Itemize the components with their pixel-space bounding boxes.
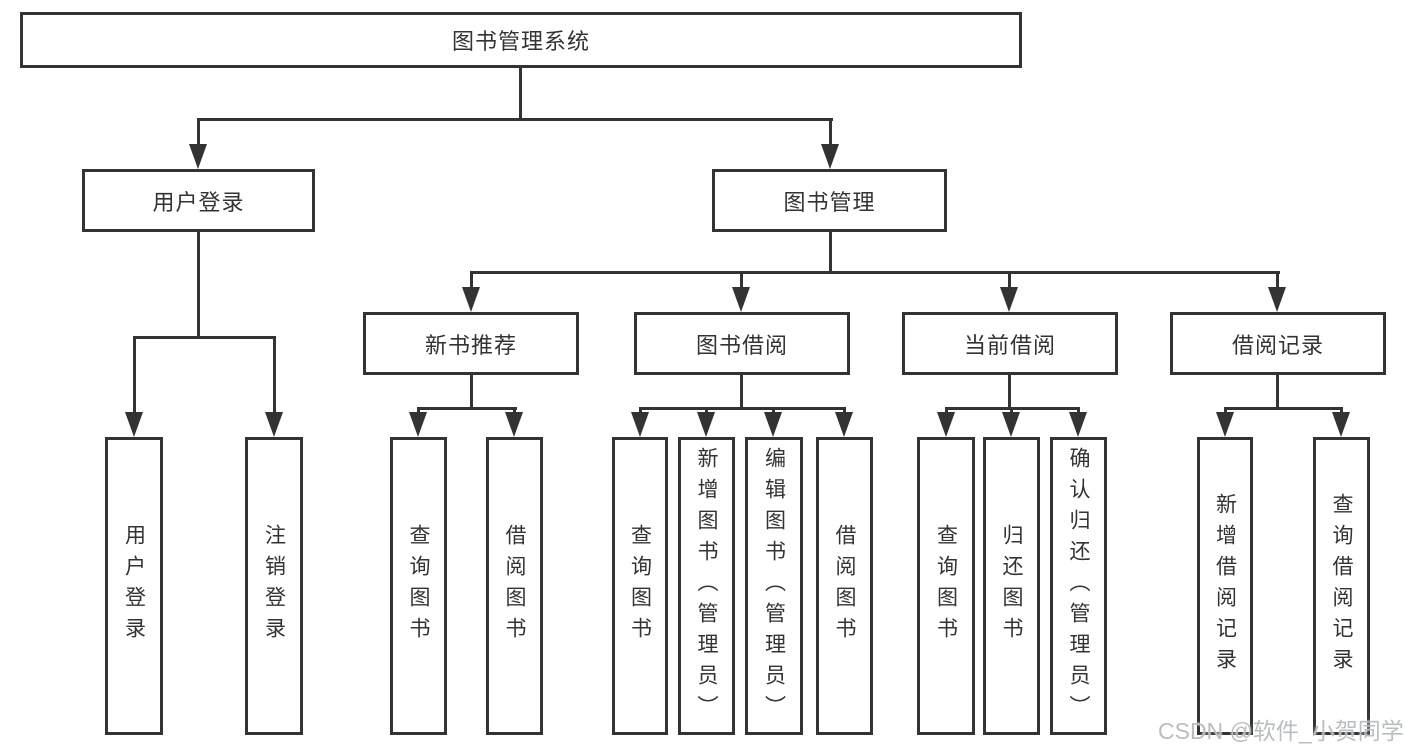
arrowhead-bookborrow-add: [697, 412, 715, 437]
connector-bookborrow-stem: [740, 375, 743, 407]
node-book-management: 图书管理: [712, 169, 947, 232]
node-leaf-borrow-borrow: 借阅图书: [816, 437, 873, 735]
arrowhead-currentborrow-query: [937, 412, 955, 437]
connector-userlogin-stem: [197, 232, 200, 336]
node-leaf-current-query-label: 查询图书: [934, 524, 958, 648]
connector-newbook-bar: [417, 407, 517, 410]
node-leaf-borrow-edit-label: 编辑图书（管理员）: [762, 446, 786, 726]
arrowhead-current-borrow: [1000, 287, 1018, 312]
connector-record-stem: [1276, 375, 1279, 407]
connector-bookmgmt-drop-4: [1276, 271, 1279, 291]
connector-bookmgmt-stem: [829, 232, 832, 271]
node-leaf-borrow-add: 新增图书（管理员）: [678, 437, 735, 735]
arrowhead-bookborrow-edit: [764, 412, 782, 437]
node-root-label: 图书管理系统: [451, 29, 590, 54]
arrowhead-currentborrow-confirm: [1069, 412, 1087, 437]
node-root: 图书管理系统: [20, 12, 1022, 68]
node-leaf-user-login: 用户登录: [105, 437, 163, 735]
arrowhead-book-borrow: [732, 287, 750, 312]
arrowhead-currentborrow-return: [1002, 412, 1020, 437]
node-leaf-borrow-query-label: 查询图书: [628, 524, 652, 648]
arrowhead-newbook-borrow: [505, 412, 523, 437]
node-leaf-current-confirm-label: 确认归还（管理员）: [1067, 446, 1090, 726]
node-leaf-current-query: 查询图书: [917, 437, 975, 735]
arrowhead-leaf-user-login: [125, 412, 143, 437]
node-leaf-current-confirm: 确认归还（管理员）: [1050, 437, 1107, 735]
connector-root-right-drop: [829, 118, 832, 148]
arrowhead-new-book-recommend: [462, 287, 480, 312]
arrowhead-user-login: [189, 144, 207, 169]
connector-currentborrow-stem: [1008, 375, 1011, 407]
node-leaf-borrow-add-label: 新增图书（管理员）: [695, 446, 718, 726]
arrowhead-bookborrow-borrow: [835, 412, 853, 437]
connector-bookmgmt-drop-1: [470, 271, 473, 291]
connector-bookmgmt-bar: [470, 271, 1280, 274]
connector-bookborrow-bar: [639, 407, 846, 410]
node-leaf-newbook-query-label: 查询图书: [407, 524, 430, 648]
node-new-book-recommend-label: 新书推荐: [424, 332, 517, 358]
connector-root-bar: [197, 118, 833, 121]
node-borrow-record: 借阅记录: [1170, 312, 1386, 375]
node-leaf-borrow-edit: 编辑图书（管理员）: [745, 437, 803, 735]
arrowhead-leaf-logout: [265, 412, 283, 437]
connector-bookmgmt-drop-3: [1008, 271, 1011, 291]
node-new-book-recommend: 新书推荐: [363, 312, 579, 375]
connector-record-bar: [1224, 407, 1343, 410]
node-leaf-borrow-borrow-label: 借阅图书: [833, 524, 856, 648]
node-leaf-record-query: 查询借阅记录: [1313, 437, 1370, 735]
arrowhead-newbook-query: [409, 412, 427, 437]
node-leaf-record-add: 新增借阅记录: [1197, 437, 1253, 735]
node-leaf-user-login-label: 用户登录: [122, 524, 146, 648]
arrowhead-record-add: [1216, 412, 1234, 437]
node-leaf-logout-label: 注销登录: [262, 524, 286, 648]
node-book-borrow: 图书借阅: [634, 312, 850, 375]
node-book-borrow-label: 图书借阅: [695, 332, 788, 358]
connector-bookmgmt-drop-2: [740, 271, 743, 291]
node-leaf-current-return: 归还图书: [983, 437, 1040, 735]
arrowhead-book-management: [821, 144, 839, 169]
csdn-watermark: CSDN @软件_小贺同学: [1158, 718, 1404, 744]
node-current-borrow: 当前借阅: [902, 312, 1118, 375]
node-current-borrow-label: 当前借阅: [963, 332, 1056, 358]
arrowhead-record-query: [1332, 412, 1350, 437]
node-leaf-record-query-label: 查询借阅记录: [1330, 493, 1353, 679]
connector-userlogin-drop-1: [133, 336, 136, 414]
connector-userlogin-bar: [133, 336, 276, 339]
node-borrow-record-label: 借阅记录: [1231, 332, 1324, 358]
node-user-login-label: 用户登录: [152, 189, 245, 215]
node-leaf-newbook-borrow-label: 借阅图书: [503, 524, 526, 648]
connector-root-stem: [519, 68, 522, 118]
node-leaf-newbook-query: 查询图书: [390, 437, 447, 735]
arrowhead-bookborrow-query: [631, 412, 649, 437]
arrowhead-borrow-record: [1268, 287, 1286, 312]
node-book-management-label: 图书管理: [783, 189, 876, 215]
node-leaf-record-add-label: 新增借阅记录: [1213, 493, 1237, 679]
node-leaf-newbook-borrow: 借阅图书: [486, 437, 543, 735]
connector-root-left-drop: [197, 118, 200, 148]
node-leaf-current-return-label: 归还图书: [1000, 524, 1023, 648]
node-user-login: 用户登录: [82, 169, 315, 232]
node-leaf-logout: 注销登录: [245, 437, 303, 735]
connector-newbook-stem: [470, 375, 473, 407]
connector-userlogin-drop-2: [273, 336, 276, 414]
node-leaf-borrow-query: 查询图书: [612, 437, 668, 735]
